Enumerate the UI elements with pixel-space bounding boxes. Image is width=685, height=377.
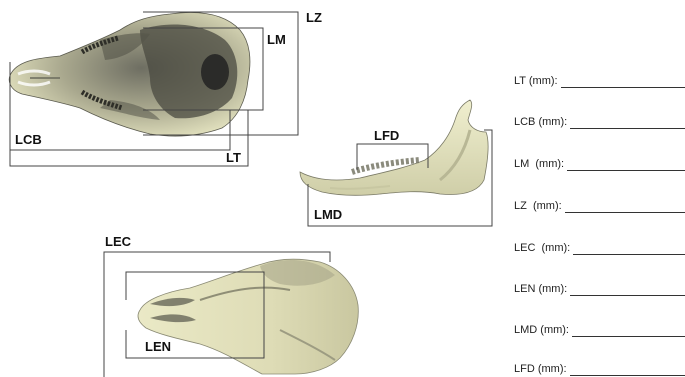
input-line-lcb[interactable] — [570, 128, 685, 129]
label-lmd: LMD — [314, 207, 342, 222]
form-row-lm: LM (mm): — [514, 153, 685, 171]
input-line-lfd[interactable] — [570, 375, 685, 376]
input-line-lmd[interactable] — [572, 336, 685, 337]
field-label-len: LEN (mm): — [514, 283, 567, 296]
mandible-view — [300, 100, 488, 195]
skull-ventral-view — [138, 259, 358, 374]
label-lm: LM — [267, 32, 286, 47]
skull-dorsal-view — [9, 13, 250, 136]
label-len: LEN — [145, 339, 171, 354]
field-label-lm: LM (mm): — [514, 158, 564, 171]
form-row-lt: LT (mm): — [514, 70, 685, 88]
field-label-lcb: LCB (mm): — [514, 116, 567, 129]
form-row-len: LEN (mm): — [514, 278, 685, 296]
input-line-lz[interactable] — [565, 212, 685, 213]
field-label-lt: LT (mm): — [514, 75, 558, 88]
field-label-lfd: LFD (mm): — [514, 363, 567, 376]
form-row-lcb: LCB (mm): — [514, 111, 685, 129]
input-line-lm[interactable] — [567, 170, 685, 171]
label-lfd: LFD — [374, 128, 399, 143]
label-lz: LZ — [306, 10, 322, 25]
label-lt: LT — [226, 150, 241, 165]
field-label-lmd: LMD (mm): — [514, 324, 569, 337]
input-line-lt[interactable] — [561, 87, 685, 88]
label-lcb: LCB — [15, 132, 42, 147]
form-row-lfd: LFD (mm): — [514, 358, 685, 376]
form-row-lz: LZ (mm): — [514, 195, 685, 213]
form-row-lmd: LMD (mm): — [514, 319, 685, 337]
input-line-len[interactable] — [570, 295, 685, 296]
label-lec: LEC — [105, 234, 132, 249]
input-line-lec[interactable] — [573, 254, 685, 255]
form-row-lec: LEC (mm): — [514, 237, 685, 255]
field-label-lz: LZ (mm): — [514, 200, 562, 213]
field-label-lec: LEC (mm): — [514, 242, 570, 255]
